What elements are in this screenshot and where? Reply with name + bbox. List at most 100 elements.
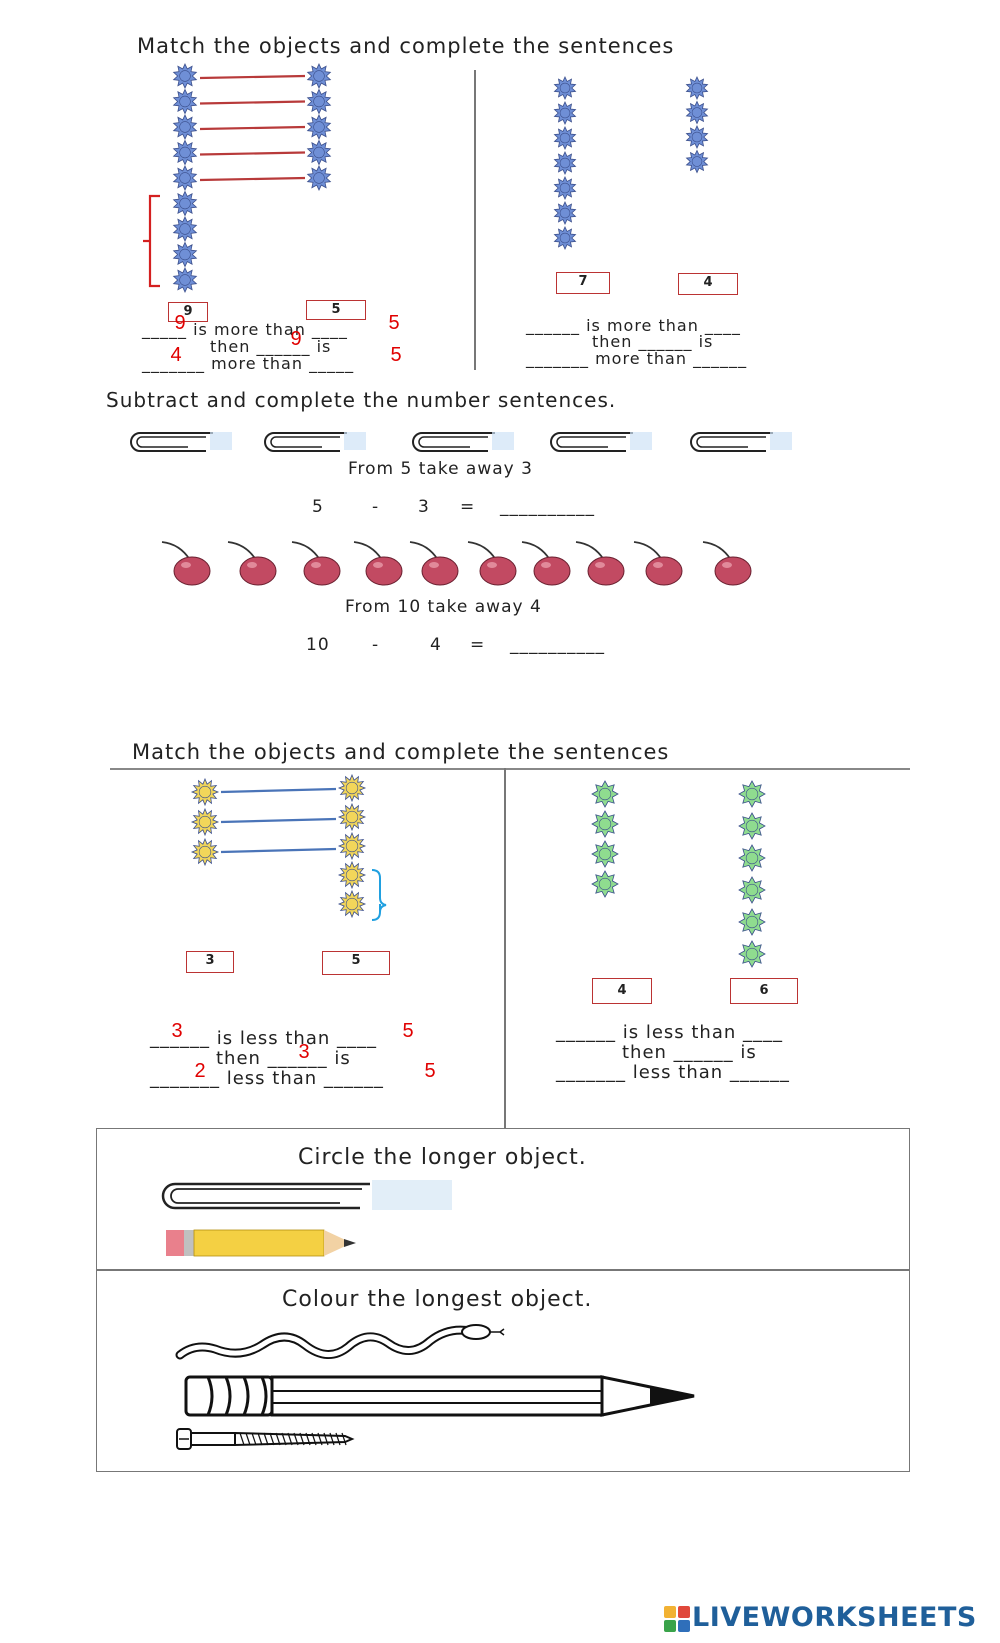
- s3-left-line1: ______ is less than ____: [150, 1028, 378, 1049]
- match-line: [199, 176, 306, 182]
- count-box-s3-left-b: 5: [322, 951, 390, 975]
- problem1-caption: From 5 take away 3: [348, 459, 533, 479]
- star-icon: [306, 63, 332, 89]
- paperclip-icon: [130, 432, 232, 452]
- problem2-a: 10: [306, 635, 330, 655]
- cherry-icon: [227, 541, 277, 586]
- sun-icon: [190, 837, 220, 867]
- answer-input-problem2[interactable]: [510, 632, 650, 652]
- star-icon: [553, 176, 577, 200]
- section3-left-suns: [190, 773, 387, 921]
- answer-input-s1r-a5[interactable]: [740, 344, 810, 364]
- cherry-icon: [467, 541, 517, 586]
- problem1-a: 5: [312, 497, 324, 517]
- cherry-icon: [409, 541, 459, 586]
- answer-input-s1r-a4[interactable]: [526, 344, 596, 364]
- match-line: [220, 787, 337, 794]
- star-icon: [685, 76, 709, 100]
- answer-input-s1-a3[interactable]: [282, 328, 310, 350]
- star-icon: [553, 226, 577, 250]
- screw-icon: [176, 1428, 355, 1450]
- answer-input-s3-a5[interactable]: [416, 1060, 444, 1082]
- star-icon: [685, 149, 709, 174]
- star-icon: [306, 139, 332, 166]
- sun-icon: [337, 773, 367, 803]
- star-icon: [172, 63, 198, 89]
- paper-clips-row: [130, 432, 792, 452]
- star-icon: [172, 139, 198, 166]
- section4-title: Circle the longer object.: [298, 1145, 587, 1170]
- match-line: [199, 125, 306, 131]
- star-icon: [172, 267, 198, 293]
- answer-input-s3r-a2[interactable]: [800, 1018, 858, 1038]
- circle-longer-panel: [96, 1128, 910, 1270]
- section3-right-flowers: [591, 780, 766, 968]
- section1-left-stars: [143, 63, 332, 293]
- answer-input-s3-a1[interactable]: [163, 1020, 191, 1042]
- paperclip-icon: [550, 432, 652, 452]
- answer-input-s3-a2[interactable]: [394, 1020, 422, 1042]
- paperclip-icon: [161, 1180, 452, 1210]
- count-box-right-b: 4: [678, 273, 738, 295]
- problem2-op: -: [372, 635, 380, 655]
- star-icon: [172, 88, 198, 115]
- answer-input-s3r-a3[interactable]: [684, 1038, 754, 1058]
- star-icon: [172, 241, 198, 268]
- answer-input-s3r-a5[interactable]: [780, 1058, 860, 1078]
- bracket-icon: [143, 194, 160, 288]
- star-icon: [685, 125, 709, 149]
- problem1-op: -: [372, 497, 380, 517]
- star-icon: [172, 216, 198, 242]
- flower-icon: [591, 780, 619, 808]
- answer-input-s3r-a4[interactable]: [556, 1058, 636, 1078]
- flower-icon: [591, 810, 619, 838]
- cherries-row: [161, 541, 752, 586]
- answer-input-s1-a1[interactable]: [166, 312, 194, 334]
- star-icon: [172, 114, 198, 140]
- circle-longer-objects[interactable]: [0, 1170, 1000, 1280]
- section5-title: Colour the longest object.: [282, 1287, 593, 1312]
- problem1-b: 3: [418, 497, 430, 517]
- flower-icon: [738, 876, 766, 904]
- match-line: [199, 100, 306, 105]
- answer-input-s3-a4[interactable]: [186, 1060, 214, 1082]
- sun-icon: [190, 807, 220, 837]
- answer-input-s1r-a2[interactable]: [752, 311, 804, 331]
- cherry-icon: [353, 541, 403, 586]
- star-icon: [553, 201, 577, 225]
- problem2-eq: =: [470, 635, 486, 655]
- paperclip-icon: [690, 432, 792, 452]
- cherry-icon: [575, 541, 625, 586]
- answer-input-s1-a2[interactable]: [380, 312, 408, 334]
- sun-icon: [337, 889, 367, 919]
- section1-divider: [474, 70, 476, 370]
- sun-icon: [190, 777, 220, 807]
- sentence-left-line3: _______ more than _____: [142, 354, 355, 373]
- count-box-s3-right-a: 4: [592, 978, 652, 1004]
- section3-title: Match the objects and complete the sente…: [132, 740, 670, 764]
- section2-title: Subtract and complete the number sentenc…: [106, 388, 617, 412]
- colour-longest-objects[interactable]: [0, 1315, 1000, 1465]
- match-line: [220, 817, 337, 824]
- cherry-icon: [161, 541, 211, 586]
- flower-icon: [591, 870, 619, 898]
- answer-input-s1-a4[interactable]: [162, 344, 190, 366]
- match-line: [220, 847, 337, 854]
- count-box-right-a: 7: [556, 272, 610, 294]
- sun-icon: [337, 831, 367, 861]
- star-icon: [306, 165, 332, 191]
- answer-input-s3-a3[interactable]: [290, 1041, 318, 1063]
- section1-right-stars: [553, 76, 709, 250]
- answer-input-s1-a5[interactable]: [382, 344, 410, 366]
- answer-input-s1r-a1[interactable]: [526, 311, 586, 331]
- flower-icon: [738, 844, 766, 872]
- answer-input-s1r-a3[interactable]: [640, 327, 700, 347]
- section3-top-rule: [110, 768, 910, 770]
- flower-icon: [738, 780, 766, 808]
- count-box-left-b: 5: [306, 300, 366, 320]
- answer-input-s3r-a1[interactable]: [556, 1018, 626, 1038]
- pencil-icon: [166, 1229, 356, 1257]
- section1-title: Match the objects and complete the sente…: [137, 34, 675, 58]
- snake-icon: [175, 1324, 505, 1360]
- answer-input-problem1[interactable]: [500, 494, 640, 514]
